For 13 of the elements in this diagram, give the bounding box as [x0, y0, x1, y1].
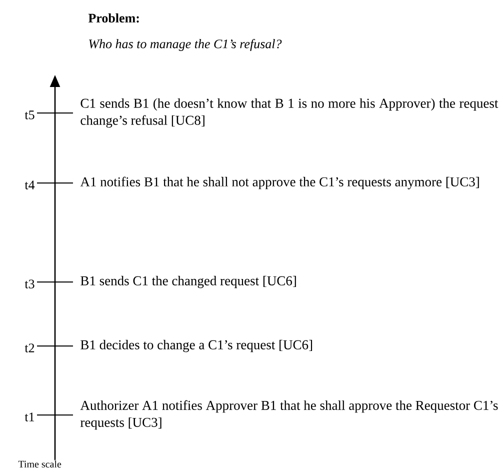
event-text: A1 notifies B1 that he shall not approve the C1’s requests anymore [UC3] [80, 176, 479, 190]
event-text: C1 sends B1 (he doesn’t know that B 1 is no more his Approver) the request change’s refusal [UC8] [80, 98, 498, 128]
event-text: B1 sends C1 the changed request [UC6] [80, 276, 296, 288]
tick-label: t4 [24, 180, 35, 190]
tick-label: t3 [24, 280, 34, 288]
tick-label: t2 [24, 344, 34, 352]
event-text: Authorizer A1 notifies Approver B1 that he shall approve the Requestor C1’s requests [UC3] [80, 400, 498, 430]
tick-label: t5 [24, 110, 34, 120]
axis-caption: Time scale [18, 460, 62, 468]
event-text: B1 decides to change a C1’s request [UC6] [80, 340, 312, 352]
title: Problem: [88, 13, 139, 23]
tick-label: t1 [24, 412, 34, 422]
question-text: Who has to manage the C1’s refusal? [89, 39, 282, 51]
